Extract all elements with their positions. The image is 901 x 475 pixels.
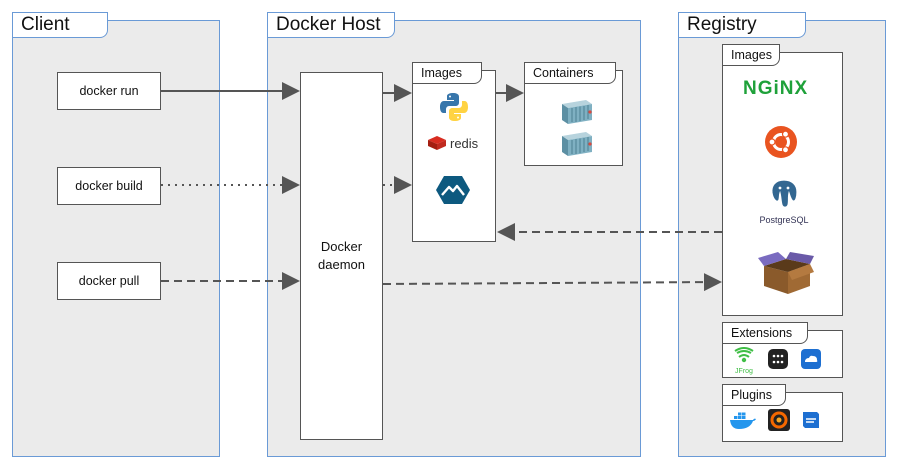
redis-icon: redis bbox=[427, 134, 478, 152]
registry-images-tab: Images bbox=[722, 44, 780, 66]
jfrog-label: JFrog bbox=[735, 368, 753, 375]
docker-whale-icon bbox=[729, 410, 757, 435]
postgresql-label: PostgreSQL bbox=[759, 215, 809, 225]
plugins-tab: Plugins bbox=[722, 384, 786, 406]
docker-run-command: docker run bbox=[57, 72, 161, 110]
alpine-icon bbox=[436, 175, 470, 210]
box-icon bbox=[758, 250, 816, 301]
ubuntu-icon bbox=[765, 126, 797, 163]
docker-pull-command: docker pull bbox=[57, 262, 161, 300]
nginx-logo: NGiNX bbox=[743, 78, 809, 99]
extensions-tab: Extensions bbox=[722, 322, 808, 344]
python-icon bbox=[438, 91, 470, 128]
vmware-icon bbox=[801, 410, 821, 435]
postgresql-icon: PostgreSQL bbox=[756, 178, 812, 225]
redis-label: redis bbox=[450, 135, 479, 151]
docker-build-command: docker build bbox=[57, 167, 161, 205]
daemon-label-line2: daemon bbox=[318, 257, 365, 272]
client-title: Client bbox=[12, 12, 108, 38]
containers-tab: Containers bbox=[524, 62, 616, 84]
registry-title: Registry bbox=[678, 12, 806, 38]
jfrog-icon: JFrog bbox=[732, 347, 756, 375]
grafana-icon bbox=[768, 409, 790, 436]
host-images-tab: Images bbox=[412, 62, 482, 84]
host-images-box bbox=[412, 70, 496, 242]
docker-host-title: Docker Host bbox=[267, 12, 395, 38]
docker-daemon: Docker daemon bbox=[300, 72, 383, 440]
container-icon bbox=[560, 98, 594, 131]
cloud-extension-icon bbox=[801, 349, 821, 374]
daemon-to-registry-arrow bbox=[382, 273, 722, 292]
extension-icon bbox=[768, 349, 788, 374]
daemon-label-line1: Docker bbox=[320, 239, 363, 254]
container-icon bbox=[560, 130, 594, 163]
